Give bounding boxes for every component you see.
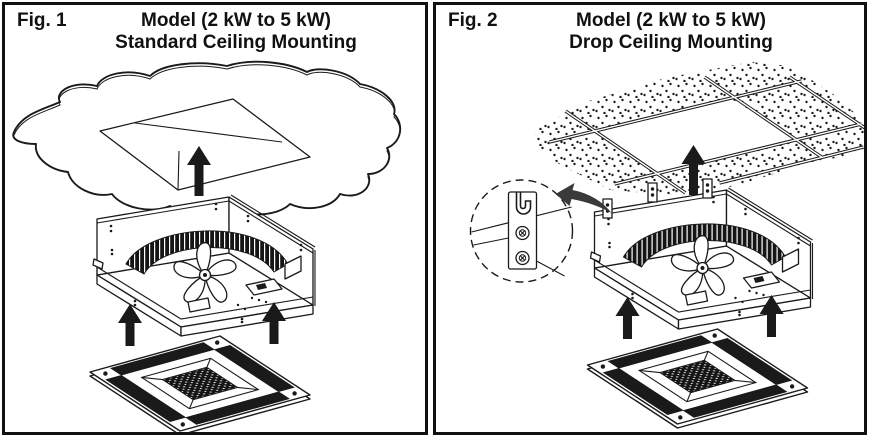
ceiling-cutout	[99, 98, 311, 191]
fig1-title-line2: Standard Ceiling Mounting	[115, 32, 357, 53]
ceiling-opening	[594, 98, 796, 175]
drop-ceiling-tiles	[535, 62, 864, 195]
t-grid-rails	[549, 75, 864, 195]
bracket-detail-callout	[469, 179, 574, 283]
bracket-screw	[515, 225, 530, 241]
bracket-screw	[515, 250, 530, 266]
curved-arrow-icon	[555, 183, 612, 213]
fig2-title-line1: Model (2 kW to 5 kW)	[576, 10, 766, 31]
fig1-label: Fig. 1	[17, 10, 67, 31]
heater-unit-assembly	[90, 195, 315, 432]
drop-ceiling-mounting-diagram	[469, 62, 864, 432]
heater-unit-assembly	[588, 188, 813, 428]
fig1-title: Model (2 kW to 5 kW) Standard Ceiling Mo…	[51, 10, 421, 54]
panel-fig1: Fig. 1 Model (2 kW to 5 kW) Standard Cei…	[2, 2, 428, 435]
hook-slot	[515, 192, 532, 215]
fig1-title-line1: Model (2 kW to 5 kW)	[141, 10, 331, 31]
standard-ceiling-mounting-diagram	[12, 60, 402, 432]
fig2-title: Model (2 kW to 5 kW) Drop Ceiling Mounti…	[482, 10, 860, 54]
panel-fig2: Fig. 2 Model (2 kW to 5 kW) Drop Ceiling…	[433, 2, 867, 435]
fig2-label: Fig. 2	[448, 10, 498, 31]
fig2-title-line2: Drop Ceiling Mounting	[569, 32, 773, 53]
